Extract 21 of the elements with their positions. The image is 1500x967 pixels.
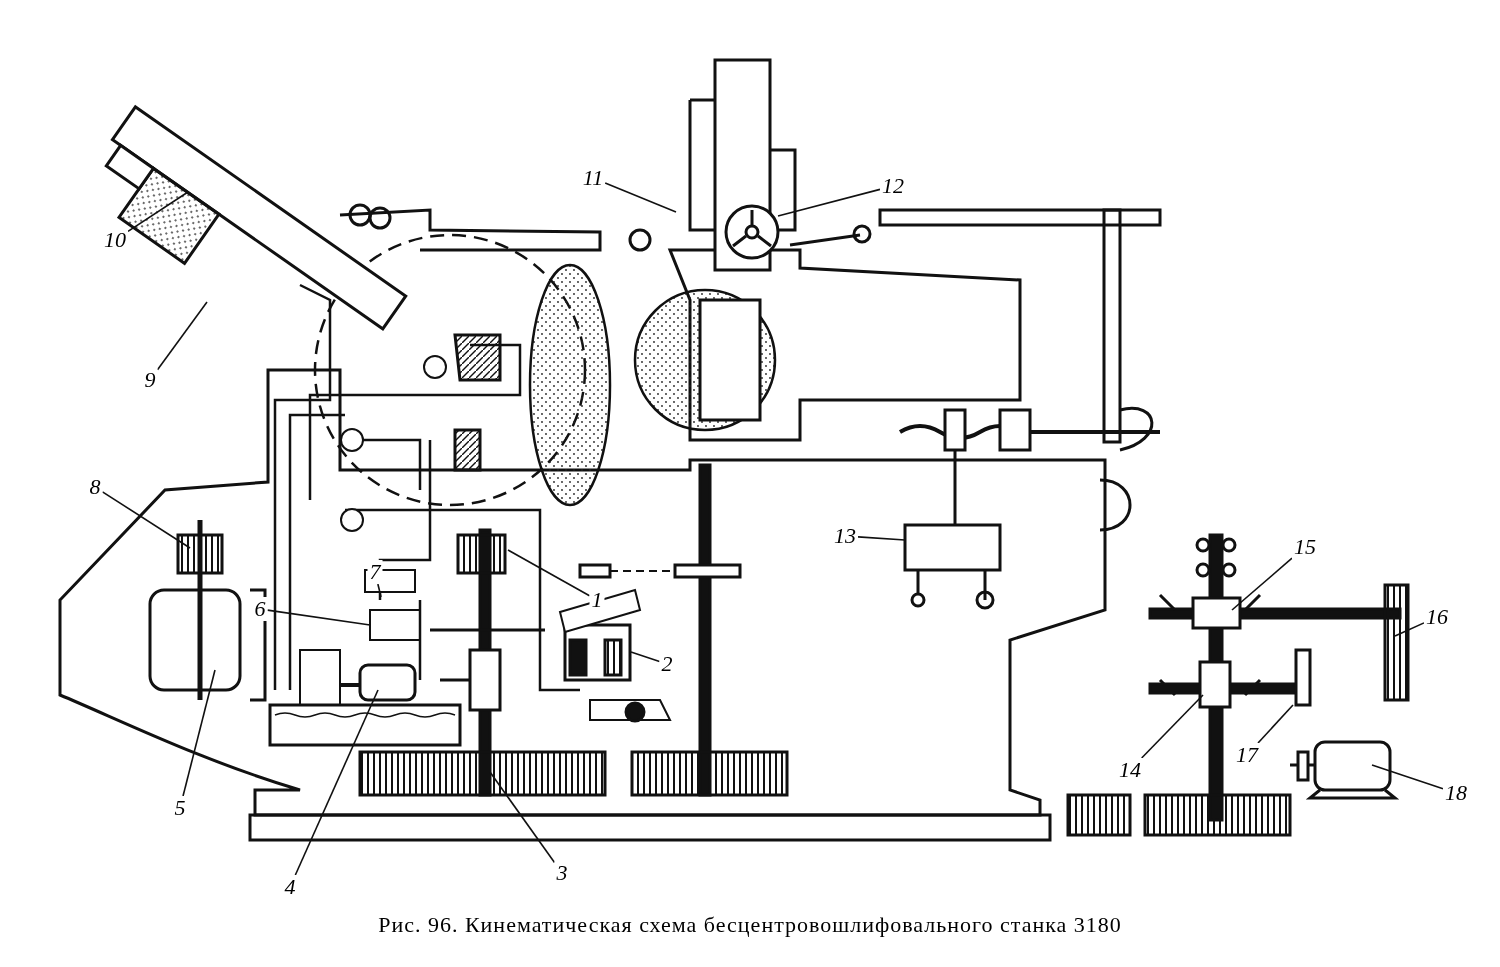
leader-line [377,583,382,598]
leader-line [1140,694,1204,759]
leader-line [857,536,906,541]
leader-line [1394,622,1425,637]
leader-line [127,191,189,233]
leader-line [1371,764,1444,790]
leader-line [777,188,881,217]
leader-line [1231,557,1293,611]
leader-line [101,491,191,549]
leader-line [182,669,216,797]
callout-number: 6 [252,597,268,621]
leader-line [630,651,661,663]
leader-line [507,549,591,597]
leader-line [156,301,208,371]
leader-line [1257,704,1294,744]
leader-line [266,609,371,626]
leader-line [604,182,677,213]
leader-line [489,771,556,864]
callout-number: 7 [367,560,383,584]
figure-caption: Рис. 96. Кинематическая схема бесцентровошлифовального станка 3180 [378,912,1122,937]
leader-line [294,689,379,876]
